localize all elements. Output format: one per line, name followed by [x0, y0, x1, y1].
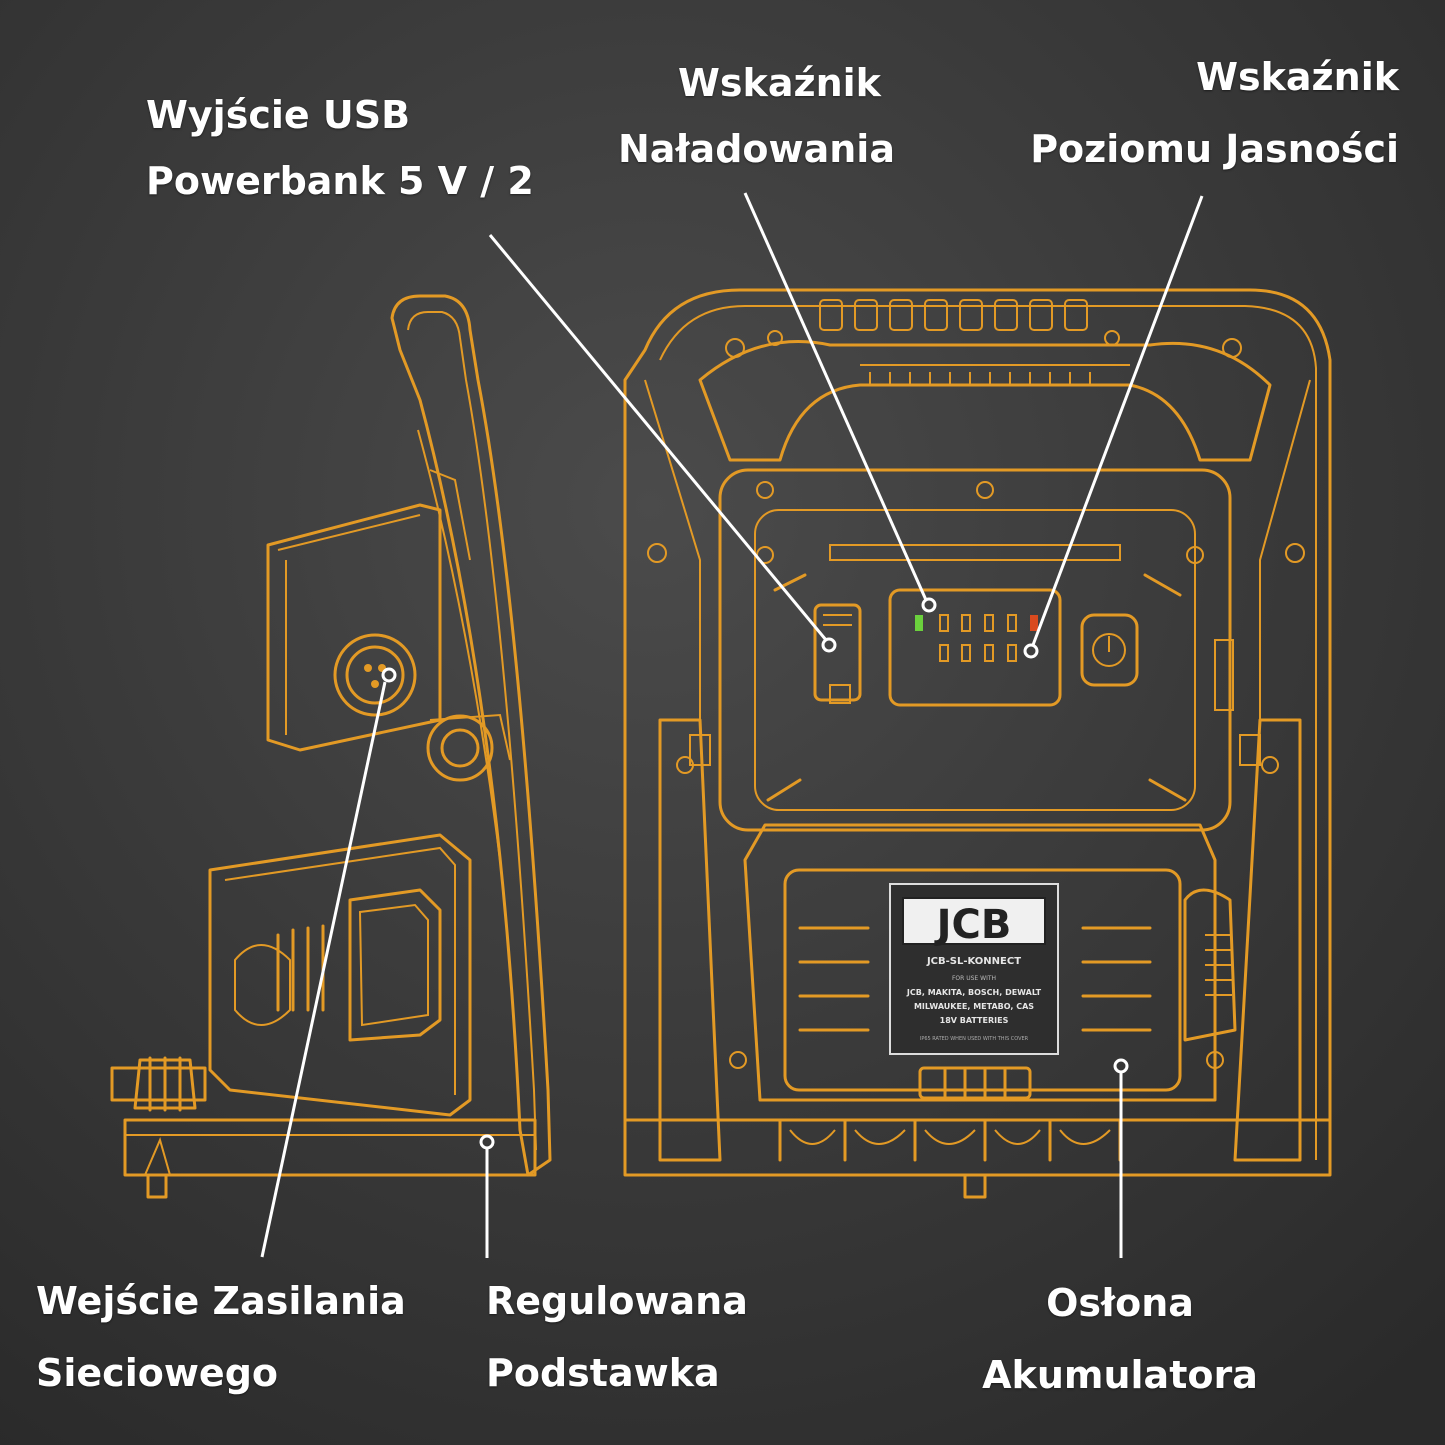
leader-lines: [260, 192, 1204, 1258]
plate-for-use: FOR USE WITH: [952, 975, 996, 982]
marker-power-input: [381, 667, 397, 683]
marker-usb: [821, 637, 837, 653]
leader-brightness: [1031, 195, 1204, 646]
label-stand-line2: Podstawka: [486, 1351, 720, 1395]
label-battery-cover-line1: Osłona: [1046, 1281, 1194, 1325]
label-brightness-line2: Poziomu Jasności: [1030, 127, 1399, 171]
label-charge-indicator: Wskaźnik Naładowania: [618, 64, 895, 168]
plate-note: IP65 RATED WHEN USED WITH THIS COVER: [920, 1036, 1029, 1042]
leader-usb: [488, 234, 828, 641]
marker-stand: [479, 1134, 495, 1150]
plate-brands-2: MILWAUKEE, METABO, CAS: [914, 1002, 1034, 1011]
label-battery-cover: Osłona Akumulatora: [962, 1284, 1278, 1394]
marker-battery-cover: [1113, 1058, 1129, 1074]
front-view-drawing: [623, 288, 1332, 1199]
plate-batteries: 18V BATTERIES: [940, 1016, 1009, 1025]
label-power-input: Wejście Zasilania Sieciowego: [36, 1282, 406, 1392]
leader-power-input: [260, 681, 387, 1258]
label-battery-cover-line2: Akumulatora: [982, 1353, 1258, 1397]
label-stand-line1: Regulowana: [486, 1279, 748, 1323]
jcb-logo: JCB: [934, 902, 1012, 948]
label-usb-line1: Wyjście USB: [146, 93, 411, 137]
label-charge-line1: Wskaźnik: [678, 61, 881, 105]
side-view-drawing: [110, 294, 552, 1199]
label-usb-line2: Powerbank 5 V / 2: [146, 159, 534, 203]
label-power-input-line1: Wejście Zasilania: [36, 1279, 406, 1323]
plate-model: JCB-SL-KONNECT: [926, 956, 1021, 967]
label-adjustable-stand: Regulowana Podstawka: [486, 1282, 748, 1392]
leader-charge: [743, 192, 928, 601]
marker-brightness: [1023, 643, 1039, 659]
label-power-input-line2: Sieciowego: [36, 1351, 279, 1395]
label-brightness-line1: Wskaźnik: [1196, 55, 1399, 99]
marker-charge: [921, 597, 937, 613]
plate-brands-1: JCB, MAKITA, BOSCH, DEWALT: [906, 988, 1042, 997]
label-charge-line2: Naładowania: [618, 127, 895, 171]
label-brightness-indicator: Wskaźnik Poziomu Jasności: [1030, 58, 1399, 168]
label-usb-output: Wyjście USB Powerbank 5 V / 2: [146, 96, 534, 200]
jcb-nameplate: JCB JCB-SL-KONNECT FOR USE WITH JCB, MAK…: [889, 883, 1059, 1055]
